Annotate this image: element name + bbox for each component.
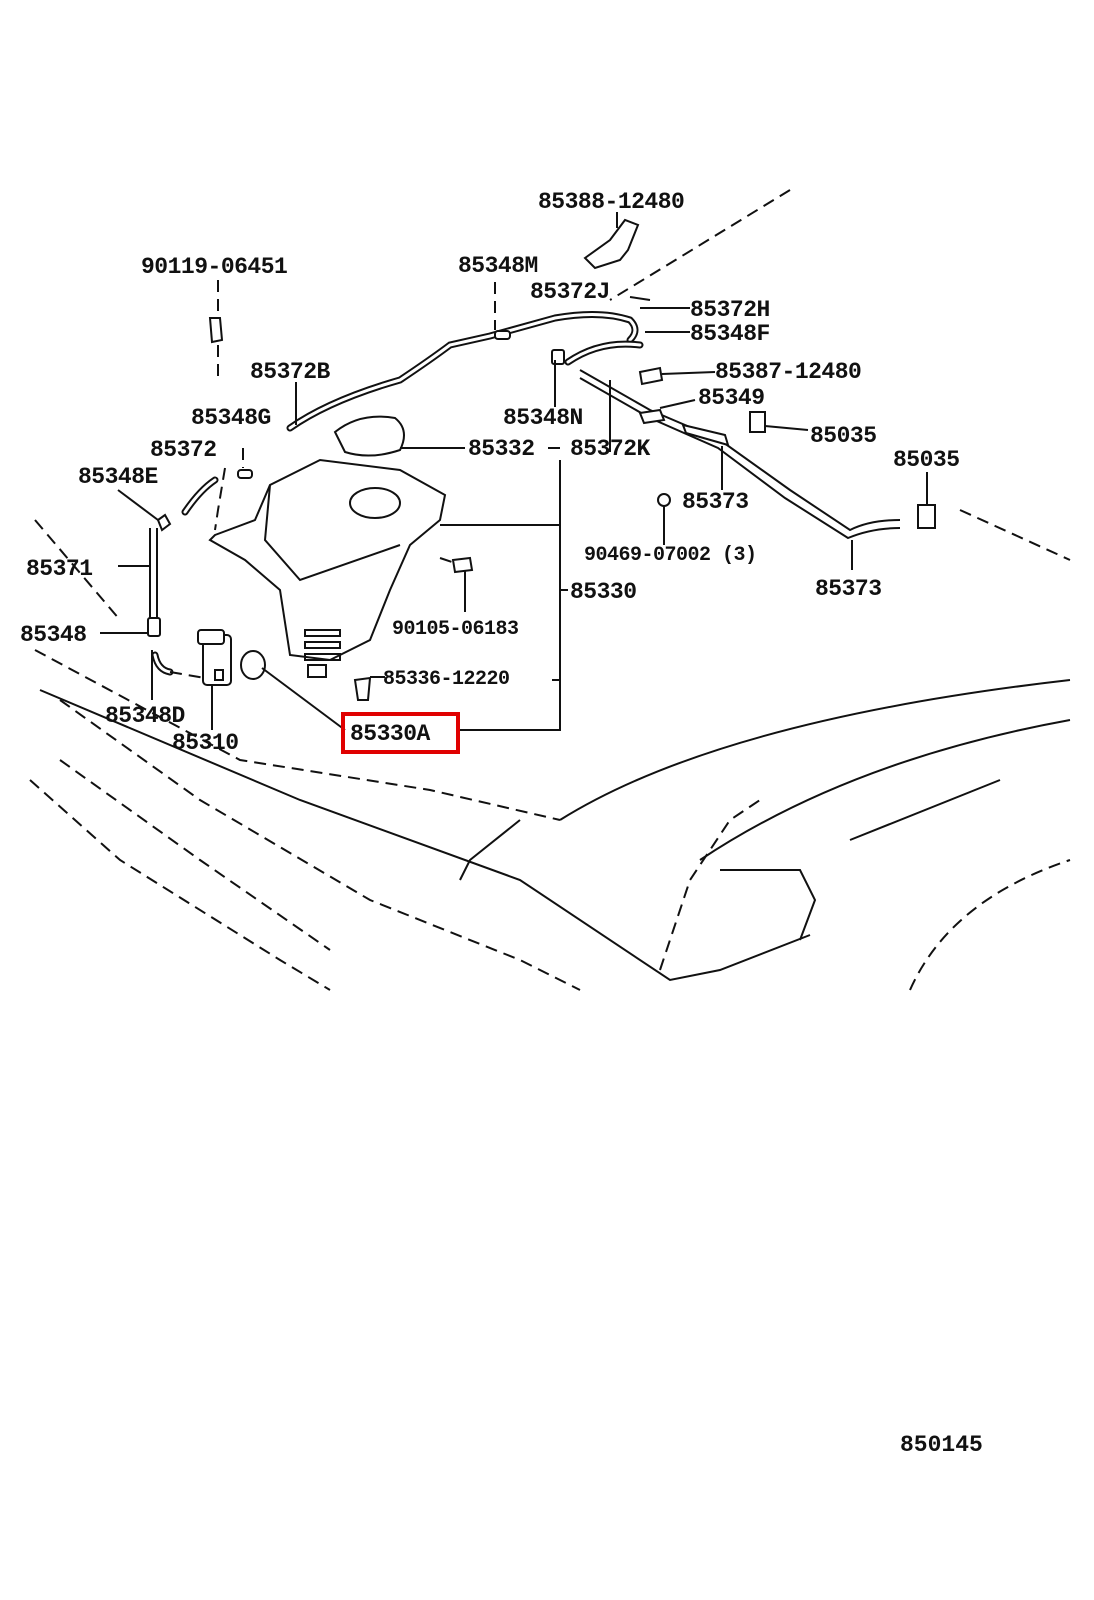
highlight-box (341, 712, 460, 754)
label-85348: 85348 (20, 622, 87, 648)
washer-reservoir-tank (208, 458, 447, 678)
label-85388-12480: 85388-12480 (538, 189, 684, 215)
label-90469-07002: 90469-07002 (3) (584, 544, 757, 567)
diagram-id: 850145 (900, 1432, 983, 1458)
label-85372J: 85372J (530, 279, 610, 305)
label-90119-06451: 90119-06451 (141, 254, 287, 280)
label-85387-12480: 85387-12480 (715, 359, 861, 385)
label-85348N: 85348N (503, 405, 583, 431)
leader-lines (100, 212, 928, 731)
label-85332: 85332 (468, 436, 535, 462)
label-90105-06183: 90105-06183 (392, 618, 519, 641)
small-components (147, 218, 936, 701)
label-85372B: 85372B (250, 359, 331, 385)
reservoir-cap (333, 415, 405, 457)
label-85330: 85330 (570, 579, 637, 605)
label-85372H: 85372H (690, 297, 770, 323)
label-85330A: 85330A (350, 721, 431, 747)
label-85373-b: 85373 (815, 576, 882, 602)
hose-lines (149, 310, 901, 679)
label-85035-b: 85035 (893, 447, 960, 473)
label-85373-a: 85373 (682, 489, 749, 515)
label-85371: 85371 (26, 556, 93, 582)
label-85348D: 85348D (105, 703, 185, 729)
label-85348E: 85348E (78, 464, 158, 490)
label-85336-12220: 85336-12220 (383, 668, 510, 691)
label-85372K: 85372K (570, 436, 651, 462)
label-85035-a: 85035 (810, 423, 877, 449)
label-85348G: 85348G (191, 405, 271, 431)
car-body-outline (29, 189, 1071, 991)
part-labels: 85388-12480 90119-06451 85348M 85372J 85… (20, 189, 960, 756)
washer-pump (197, 629, 266, 686)
label-85348F: 85348F (690, 321, 770, 347)
label-85310: 85310 (172, 730, 239, 756)
label-85348M: 85348M (458, 253, 538, 279)
label-85372: 85372 (150, 437, 217, 463)
label-85349: 85349 (698, 385, 765, 411)
